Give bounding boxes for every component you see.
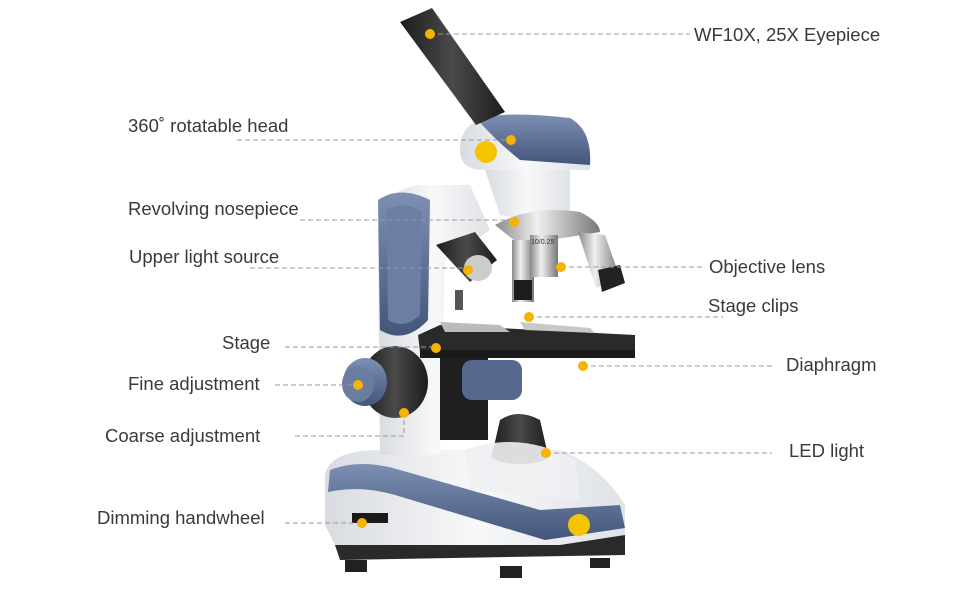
marker-dot bbox=[556, 262, 566, 272]
marker-dot bbox=[578, 361, 588, 371]
label-stage-clips: Stage clips bbox=[708, 295, 799, 316]
label-led: LED light bbox=[789, 440, 865, 461]
label-upper-light: Upper light source bbox=[129, 246, 280, 267]
marker-dot bbox=[399, 408, 409, 418]
marker-dot bbox=[425, 29, 435, 39]
dimming-handwheel[interactable] bbox=[352, 513, 388, 523]
marker-dot bbox=[357, 518, 367, 528]
label-coarse: Coarse adjustment bbox=[105, 425, 261, 446]
label-stage: Stage bbox=[222, 332, 271, 353]
led-light-knob[interactable] bbox=[465, 414, 580, 500]
swift-logo-badge bbox=[568, 514, 590, 536]
label-head: 360˚ rotatable head bbox=[128, 115, 289, 136]
focus-knobs[interactable] bbox=[342, 346, 428, 418]
objective-marking: 10/0.25 bbox=[531, 239, 554, 246]
marker-dot bbox=[524, 312, 534, 322]
label-objective: Objective lens bbox=[709, 256, 826, 277]
marker-dot bbox=[541, 448, 551, 458]
marker-dot bbox=[353, 380, 363, 390]
revolving-nosepiece[interactable] bbox=[495, 210, 600, 245]
label-nosepiece: Revolving nosepiece bbox=[128, 198, 299, 219]
stage-clip bbox=[520, 322, 595, 333]
leader-coarse bbox=[295, 413, 405, 437]
marker-dot bbox=[431, 343, 441, 353]
marker-dot bbox=[463, 265, 473, 275]
label-eyepiece: WF10X, 25X Eyepiece bbox=[694, 24, 881, 45]
label-fine: Fine adjustment bbox=[128, 373, 260, 394]
marker-dot bbox=[509, 217, 519, 227]
label-diaphragm: Diaphragm bbox=[786, 354, 877, 375]
stage-platform bbox=[418, 290, 635, 358]
marker-dot bbox=[506, 135, 516, 145]
label-dimming: Dimming handwheel bbox=[97, 507, 265, 528]
